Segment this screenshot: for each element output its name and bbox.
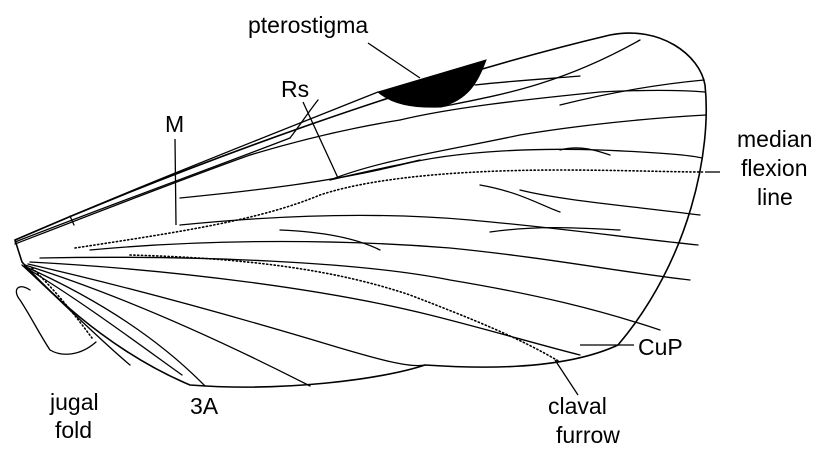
label-rs: Rs	[281, 76, 309, 102]
label-claval-furrow-1: claval	[548, 393, 607, 419]
label-median-flexion-line-1: median	[737, 126, 812, 152]
apical-veins	[180, 40, 706, 215]
label-median-flexion-line-3: line	[757, 184, 793, 210]
label-jugal-fold-1: jugal	[49, 389, 99, 415]
median-cubital-veins	[28, 215, 698, 365]
label-m: M	[165, 111, 184, 137]
anal-veins	[22, 265, 310, 386]
label-cup: CuP	[638, 334, 683, 360]
label-3a: 3A	[190, 393, 219, 419]
median-flexion-line	[75, 170, 705, 248]
label-claval-furrow-2: furrow	[556, 422, 620, 448]
costal-veins	[15, 92, 400, 244]
label-pterostigma: pterostigma	[248, 12, 368, 38]
claval-furrow-line	[130, 255, 560, 362]
label-jugal-fold-2: fold	[55, 417, 92, 443]
pterostigma-cell	[378, 60, 486, 107]
wing-outline	[15, 33, 706, 387]
label-median-flexion-line-2: flexion	[741, 155, 807, 181]
